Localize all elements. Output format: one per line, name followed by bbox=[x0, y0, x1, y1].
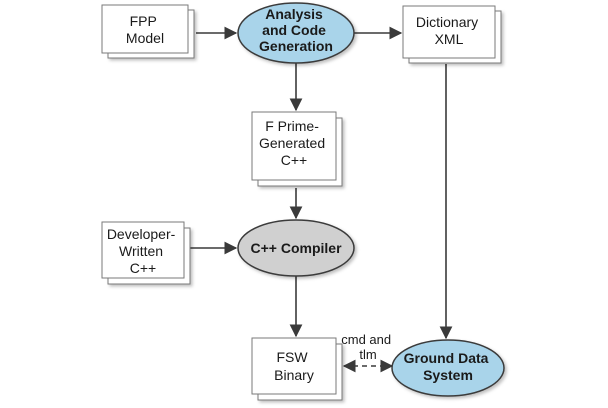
node-dictionary-xml: Dictionary XML bbox=[402, 5, 502, 64]
svg-text:FSW Binary: FSW Binary bbox=[274, 349, 314, 383]
svg-text:F Prime- Generated: F Prime- Generated C++ bbox=[259, 118, 329, 168]
svg-text:Developer- Written: Developer- Written C++ bbox=[107, 226, 179, 276]
node-analysis-code-generation: Analysis and Code Generation bbox=[237, 2, 355, 64]
svg-text:Ground Data System: Ground Data System bbox=[404, 350, 493, 383]
ellipse-compiler bbox=[237, 219, 355, 277]
ellipse-analysis bbox=[237, 2, 355, 64]
node-fpp-model: FPP Model bbox=[101, 4, 195, 59]
svg-text:FPP Model: FPP Model bbox=[126, 13, 164, 46]
edges: cmd and tlm bbox=[188, 26, 453, 373]
edge-label-cmd-and-tlm: cmd and tlm bbox=[341, 332, 395, 362]
ellipse-gds bbox=[391, 339, 505, 397]
svg-text:C++ Compiler: C++ Compiler bbox=[250, 240, 342, 256]
node-developer-written-cpp: Developer- Written C++ bbox=[101, 221, 191, 285]
node-cpp-compiler: C++ Compiler bbox=[237, 219, 355, 277]
svg-text:Analysis and Code: Analysis and Code Generation bbox=[259, 6, 333, 54]
node-ground-data-system: Ground Data System bbox=[391, 339, 505, 397]
node-fprime-generated-cpp: F Prime- Generated C++ bbox=[251, 111, 343, 187]
node-fsw-binary: FSW Binary bbox=[251, 337, 343, 401]
svg-text:Dictionary XML: Dictionary XML bbox=[416, 14, 482, 47]
